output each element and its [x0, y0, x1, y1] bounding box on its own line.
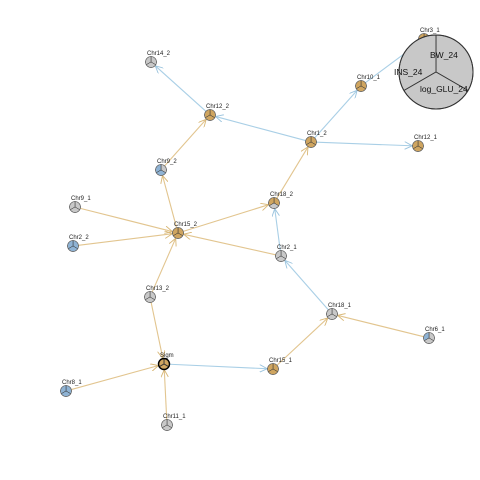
node-label: Chr2_1 [277, 245, 297, 251]
node-chr2_2[interactable]: Chr2_2 [67, 235, 90, 252]
edge-chr1_2-to-chr10_1 [314, 91, 357, 139]
node-chr12_2[interactable]: Chr12_2 [204, 104, 230, 121]
edge-chr13_2-to-sigm [150, 302, 163, 357]
legend-outline [398, 34, 474, 110]
node-chr6_1[interactable]: Chr6_1 [423, 327, 446, 344]
legend-label-bw-24: BW_24 [430, 50, 458, 60]
node-chr1_2[interactable]: Chr1_2 [305, 131, 328, 148]
node-label: Chr12_1 [414, 135, 438, 141]
node-chr10_1[interactable]: Chr10_1 [355, 75, 381, 92]
node-label: Chr3_1 [420, 28, 440, 34]
node-label: Chr1_2 [307, 131, 327, 137]
node-label: Chr6_1 [425, 327, 445, 333]
node-label: Chr15_1 [269, 358, 293, 364]
node-outline [326, 308, 338, 320]
node-outline [145, 56, 157, 68]
node-label: Chr12_2 [206, 104, 230, 110]
node-label: Chr2_2 [69, 235, 89, 241]
node-outline [275, 250, 287, 262]
edge-chr9_2-to-chr12_2 [164, 120, 206, 167]
edge-chr15_1-to-chr18_1 [276, 318, 327, 366]
edge-chr18_1-to-chr2_1 [285, 261, 329, 311]
legend-label-ins-24: INS_24 [394, 67, 423, 77]
node-chr12_1[interactable]: Chr12_1 [412, 135, 438, 152]
edge-chr1_2-to-chr12_1 [316, 142, 411, 146]
edge-chr13_2-to-chr15_2 [151, 239, 175, 293]
node-outline [172, 227, 184, 239]
node-chr13_2[interactable]: Chr13_2 [144, 286, 170, 303]
node-chr8_1[interactable]: Chr8_1 [60, 380, 83, 397]
node-outline [67, 240, 79, 252]
node-chr11_1[interactable]: Chr11_1 [161, 414, 187, 431]
node-label: Chr14_2 [147, 51, 171, 57]
node-chr14_2[interactable]: Chr14_2 [145, 51, 171, 68]
edge-chr12_2-to-chr14_2 [156, 66, 207, 112]
edge-chr2_1-to-chr15_2 [184, 234, 276, 256]
node-chr15_1[interactable]: Chr15_1 [267, 358, 293, 375]
node-chr2_1[interactable]: Chr2_1 [275, 245, 298, 262]
edge-sigm-to-chr15_1 [169, 363, 266, 368]
node-outline [157, 357, 171, 371]
edge-chr6_1-to-chr18_1 [338, 316, 424, 338]
edge-layer [71, 43, 424, 420]
node-label: Chr13_2 [146, 286, 170, 292]
node-outline [355, 80, 367, 92]
edge-chr8_1-to-sigm [71, 366, 157, 391]
edge-chr2_2-to-chr15_2 [78, 234, 171, 246]
node-chr18_1[interactable]: Chr18_1 [326, 303, 352, 320]
node-outline [60, 385, 72, 397]
node-outline [69, 201, 81, 213]
node-label: Chr11_1 [163, 414, 186, 420]
node-chr18_2[interactable]: Chr18_2 [268, 192, 294, 209]
edge-chr15_2-to-chr9_2 [163, 176, 178, 228]
node-label: Chr18_2 [270, 192, 294, 198]
edge-chr2_1-to-chr18_2 [275, 209, 281, 251]
node-outline [423, 332, 435, 344]
node-label: Chr18_1 [328, 303, 352, 309]
node-outline [144, 291, 156, 303]
node-outline [267, 363, 279, 375]
edge-chr18_2-to-chr1_2 [276, 148, 308, 199]
node-label: Chr9_1 [71, 196, 91, 202]
node-label: Chr8_1 [62, 380, 82, 386]
node-label: Chr15_2 [174, 222, 198, 228]
node-label: Chr9_2 [157, 159, 177, 165]
node-chr9_2[interactable]: Chr9_2 [155, 159, 178, 176]
node-sigm[interactable]: Sigm [157, 353, 174, 371]
edge-chr11_1-to-sigm [164, 370, 166, 420]
edge-chr1_2-to-chr12_2 [216, 117, 306, 142]
node-outline [305, 136, 317, 148]
node-outline [204, 109, 216, 121]
edge-chr15_2-to-chr18_2 [183, 205, 268, 232]
edge-chr9_1-to-chr15_2 [80, 207, 171, 231]
node-outline [161, 419, 173, 431]
node-label: Sigm [160, 353, 174, 359]
node-outline [268, 197, 280, 209]
node-outline [412, 140, 424, 152]
node-label: Chr10_1 [357, 75, 381, 81]
node-chr9_1[interactable]: Chr9_1 [69, 196, 92, 213]
node-outline [155, 164, 167, 176]
node-chr15_2[interactable]: Chr15_2 [172, 222, 198, 239]
legend-label-log-glu-24: log_GLU_24 [420, 84, 468, 94]
